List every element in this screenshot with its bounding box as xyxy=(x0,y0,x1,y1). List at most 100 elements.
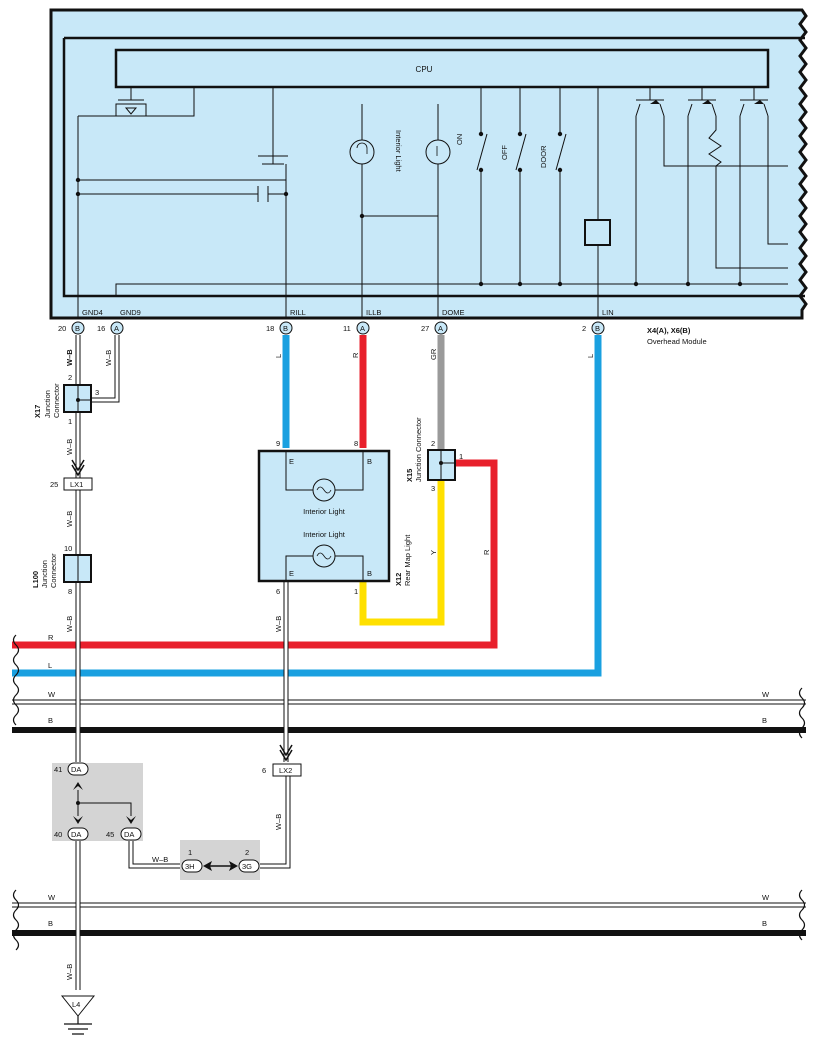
da-splice: DA DA DA 41 40 45 xyxy=(52,762,143,841)
svg-text:LX2: LX2 xyxy=(279,766,292,775)
pin-16-letter: A xyxy=(114,324,119,333)
pin-27-letter: A xyxy=(438,324,443,333)
bus2-label-b-right: B xyxy=(762,919,767,928)
svg-text:W–B: W–B xyxy=(65,439,74,455)
svg-text:W–B: W–B xyxy=(65,349,74,366)
svg-text:45: 45 xyxy=(106,830,114,839)
svg-text:1: 1 xyxy=(68,417,72,426)
pin-18-letter: B xyxy=(283,324,288,333)
svg-text:DA: DA xyxy=(71,765,81,774)
pin-18: 18 xyxy=(266,324,274,333)
lx1-connector: LX1 25 xyxy=(50,477,93,491)
h3-g3-connection: 3H 3G 1 2 xyxy=(180,840,260,880)
svg-text:25: 25 xyxy=(50,480,58,489)
svg-text:W–B: W–B xyxy=(152,855,168,864)
svg-text:X15: X15 xyxy=(405,469,414,482)
cpu-label: CPU xyxy=(416,65,433,74)
svg-text:1: 1 xyxy=(354,587,358,596)
bus2-label-b-left: B xyxy=(48,919,53,928)
svg-text:Junction: Junction xyxy=(43,390,52,418)
cpu-box xyxy=(114,48,770,89)
bus2-label-w-right: W xyxy=(762,893,770,902)
terminal-gnd4: GND4 xyxy=(82,308,103,317)
svg-text:8: 8 xyxy=(354,439,358,448)
svg-text:L: L xyxy=(586,354,595,358)
svg-text:DA: DA xyxy=(124,830,134,839)
svg-text:X17: X17 xyxy=(33,405,42,418)
svg-text:Interior Light: Interior Light xyxy=(303,507,346,516)
switch-door-label: DOOR xyxy=(539,145,548,168)
terminal-illb: ILLB xyxy=(366,308,381,317)
svg-text:X12: X12 xyxy=(394,573,403,586)
terminal-rill: RILL xyxy=(290,308,306,317)
svg-text:1: 1 xyxy=(459,452,463,461)
svg-text:2: 2 xyxy=(68,373,72,382)
svg-text:Connector: Connector xyxy=(49,553,58,588)
svg-text:3G: 3G xyxy=(242,862,252,871)
svg-text:W–B: W–B xyxy=(65,616,74,632)
l100-junction-connector: 10 8 L100 Junction Connector xyxy=(31,544,92,596)
svg-text:1: 1 xyxy=(188,848,192,857)
bus-label-w-left: W xyxy=(48,690,56,699)
pin-11-letter: A xyxy=(360,324,365,333)
x15-junction-connector: 2 1 3 X15 Junction Connector xyxy=(405,417,463,493)
bus-lines: R L W B W B W B W B xyxy=(12,633,806,951)
x17-junction-connector: 2 3 1 X17 Junction Connector xyxy=(33,373,99,426)
svg-text:E: E xyxy=(289,569,294,578)
wire-labels: W–B W–B W–B W–B W–B W–B W–B W–B W–B L R … xyxy=(65,348,595,980)
bus2-label-w-left: W xyxy=(48,893,56,902)
pin-20: 20 xyxy=(58,324,66,333)
svg-text:W–B: W–B xyxy=(65,964,74,980)
wire-yellow xyxy=(359,480,445,626)
svg-text:W–B: W–B xyxy=(274,814,283,830)
switch-on-label: ON xyxy=(455,134,464,145)
wire-blue-lin xyxy=(12,335,602,677)
svg-text:41: 41 xyxy=(54,765,62,774)
pin-16: 16 xyxy=(97,324,105,333)
module-name: Overhead Module xyxy=(647,337,707,346)
module-inner-box xyxy=(62,36,805,298)
svg-text:W–B: W–B xyxy=(65,511,74,527)
bus-label-w-right: W xyxy=(762,690,770,699)
svg-text:L100: L100 xyxy=(31,571,40,588)
wb-wires xyxy=(71,335,293,990)
svg-text:DA: DA xyxy=(71,830,81,839)
svg-text:Y: Y xyxy=(429,550,438,555)
module-pins: 20 B 16 A 18 B 11 A 27 A 2 B xyxy=(58,321,605,335)
svg-text:W–B: W–B xyxy=(274,616,283,632)
svg-text:Junction Connector: Junction Connector xyxy=(414,417,423,482)
bus-label-b-right: B xyxy=(762,716,767,725)
pin-2: 2 xyxy=(582,324,586,333)
svg-text:6: 6 xyxy=(262,766,266,775)
svg-text:8: 8 xyxy=(68,587,72,596)
svg-text:3H: 3H xyxy=(185,862,195,871)
switch-off-label: OFF xyxy=(500,145,509,160)
svg-text:10: 10 xyxy=(64,544,72,553)
pin-27: 27 xyxy=(421,324,429,333)
svg-text:B: B xyxy=(367,569,372,578)
lx2-connector: LX2 6 xyxy=(262,763,302,777)
svg-text:Connector: Connector xyxy=(52,383,61,418)
interior-light-label: Interior Light xyxy=(394,130,403,173)
svg-text:L: L xyxy=(274,354,283,358)
svg-text:L4: L4 xyxy=(72,1000,80,1009)
svg-text:2: 2 xyxy=(431,439,435,448)
svg-text:B: B xyxy=(367,457,372,466)
x12-rear-map-light: Interior Light Interior Light E B E B 9 … xyxy=(257,439,412,596)
pin-20-letter: B xyxy=(75,324,80,333)
svg-text:3: 3 xyxy=(431,484,435,493)
bus-label-l: L xyxy=(48,661,52,670)
svg-text:LX1: LX1 xyxy=(70,480,83,489)
bus-label-b-left: B xyxy=(48,716,53,725)
module-ref: X4(A), X6(B) xyxy=(647,326,691,335)
terminal-gnd9: GND9 xyxy=(120,308,141,317)
ground-l4: L4 xyxy=(60,995,96,1035)
pin-11: 11 xyxy=(343,324,351,333)
svg-text:6: 6 xyxy=(276,587,280,596)
svg-text:W–B: W–B xyxy=(104,350,113,366)
pin-2-letter: B xyxy=(595,324,600,333)
svg-text:2: 2 xyxy=(245,848,249,857)
overhead-module: CPU xyxy=(49,8,808,320)
svg-text:GR: GR xyxy=(429,348,438,360)
